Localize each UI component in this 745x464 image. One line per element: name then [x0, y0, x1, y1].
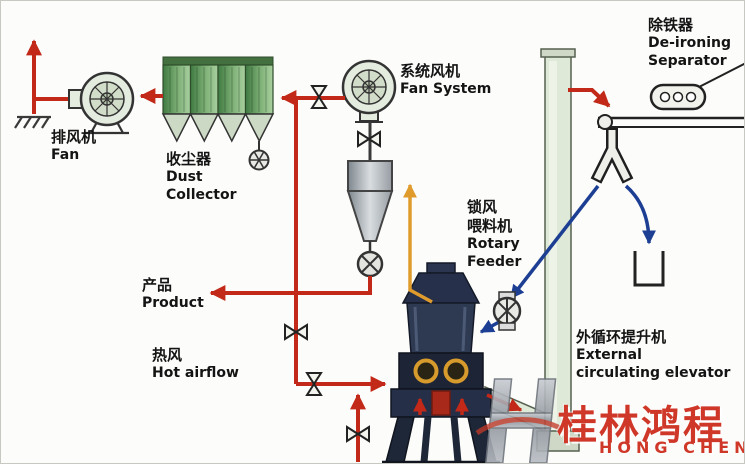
valves	[284, 85, 381, 443]
dust-collector-icon	[161, 56, 275, 171]
label-fan-system-zh: 系统风机	[400, 62, 461, 80]
label-dust-collector: 收尘器 Dust Collector	[166, 150, 237, 205]
valve-icon	[357, 130, 381, 148]
feeder-to-mill-arrow	[479, 319, 500, 334]
label-hot-airflow: 热风 Hot airflow	[152, 346, 239, 383]
product-arrow	[209, 276, 372, 301]
label-external-elevator-en: External circulating elevator	[576, 347, 731, 382]
rotary-feeder-icon	[492, 291, 522, 331]
label-external-elevator-zh: 外循环提升机	[576, 328, 667, 346]
elevator-highlight	[549, 61, 557, 443]
label-rotary-feeder-zh: 锁风 喂料机	[467, 198, 513, 236]
valve-icon	[346, 425, 370, 443]
mill-to-cyclone-arrow	[403, 183, 433, 304]
mill-roller	[443, 358, 469, 384]
conveyor-roller	[597, 114, 613, 130]
mill-roller	[413, 358, 439, 384]
label-de-ironing-separator: 除铁器 De-ironing Separator	[648, 16, 731, 71]
rotary-airlock-icon	[248, 149, 270, 171]
label-fan-system: 系统风机 Fan System	[400, 62, 491, 99]
elevator-cap	[540, 48, 576, 58]
hongcheng-logo-icon	[475, 378, 571, 463]
label-fan-system-en: Fan System	[400, 81, 492, 98]
valve-icon	[284, 323, 308, 341]
mill-icon	[382, 262, 500, 463]
cyclone-icon	[346, 160, 394, 278]
rotary-airlock-icon	[356, 250, 384, 278]
system-fan-icon	[341, 59, 397, 123]
splitter-to-feeder-arrow	[509, 184, 600, 300]
label-dust-collector-zh: 收尘器	[166, 150, 212, 168]
y-splitter-icon	[590, 128, 634, 184]
label-de-ironing-en: De-ironing Separator	[648, 35, 732, 70]
watermark-cn: 桂林鸿程	[557, 403, 725, 449]
exhaust-stack	[14, 39, 73, 129]
label-rotary-feeder-en: Rotary Feeder	[467, 236, 522, 271]
splitter-to-bin-arrow	[624, 184, 656, 245]
label-hot-airflow-zh: 热风	[152, 346, 183, 364]
label-exhaust-fan: 排风机 Fan	[51, 128, 96, 165]
valve-icon	[305, 372, 323, 396]
label-product-en: Product	[142, 295, 204, 312]
watermark-en: HONG CHENG	[599, 438, 744, 457]
belt-conveyor-icon	[597, 114, 744, 130]
label-exhaust-fan-zh: 排风机	[51, 128, 97, 146]
label-external-elevator: 外循环提升机 External circulating elevator	[576, 328, 730, 383]
valve-icon	[310, 85, 328, 109]
label-de-ironing-zh: 除铁器	[648, 16, 694, 34]
label-exhaust-fan-en: Fan	[51, 147, 80, 164]
label-rotary-feeder: 锁风 喂料机 Rotary Feeder	[467, 198, 521, 272]
label-product-zh: 产品	[142, 276, 173, 294]
label-product: 产品 Product	[142, 276, 204, 313]
ground-symbol	[14, 115, 51, 129]
exhaust-fan-icon	[68, 71, 135, 135]
elevator-to-belt-arrow	[568, 88, 611, 108]
waste-bin-icon	[633, 251, 665, 287]
label-hot-airflow-en: Hot airflow	[152, 365, 239, 382]
label-dust-collector-en: Dust Collector	[166, 169, 237, 204]
de-ironing-separator-icon	[649, 62, 744, 111]
blue-material-lines	[479, 184, 656, 334]
